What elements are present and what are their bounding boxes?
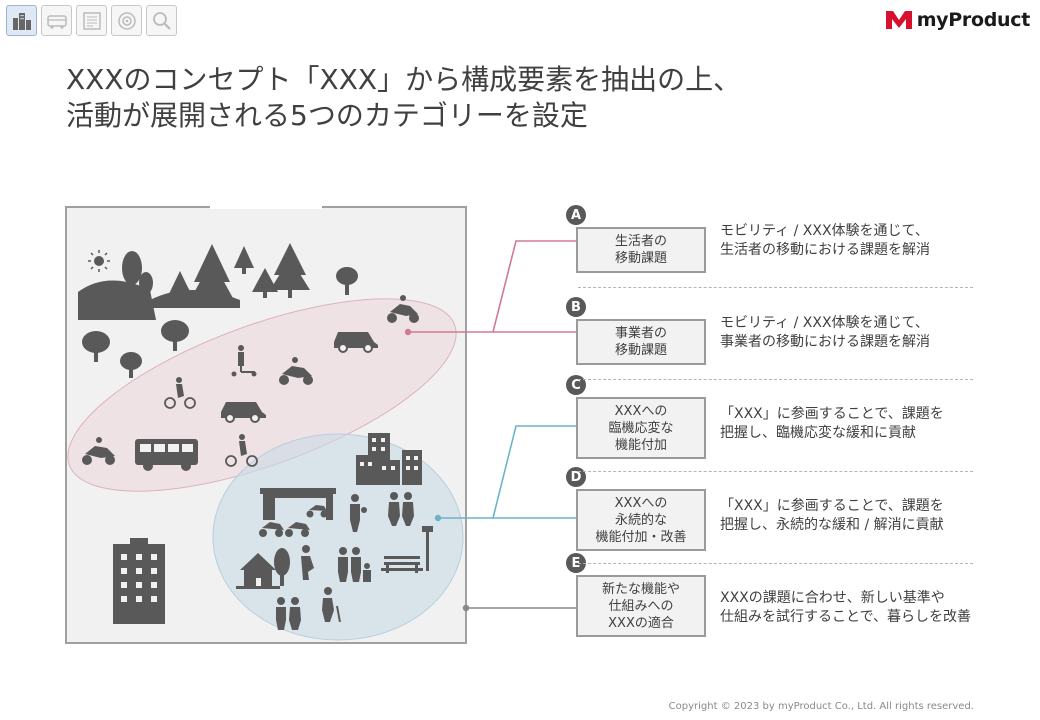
city-icon[interactable] (6, 5, 37, 36)
category-description-c: 「XXX」に参画することで、課題を把握し、臨機応変な緩和に貢献 (720, 405, 944, 443)
connector-dot-mobility (404, 328, 412, 336)
category-badge-b: B (566, 297, 586, 317)
motorcycle-icon (82, 437, 115, 465)
category-label-line: XXXへの (614, 495, 668, 511)
category-box-b: 事業者の移動課題 (576, 319, 706, 365)
connector-lines (404, 240, 576, 612)
title-line-2: 活動が展開される5つのカテゴリーを設定 (66, 99, 588, 132)
logo-text: myProduct (916, 9, 1031, 31)
motorcycle-icon (279, 357, 313, 385)
category-badge-d: D (566, 467, 586, 487)
car-icon (221, 402, 266, 423)
brand-logo: myProduct (885, 9, 1031, 31)
bus-icon (135, 439, 198, 471)
category-label-line: XXXへの (614, 403, 668, 419)
logo-mark-icon (885, 11, 912, 29)
family-icon (338, 547, 371, 582)
category-label-line: 生活者の (614, 234, 667, 249)
connector-dot-community (434, 514, 442, 522)
category-label-line: 機能付加・改善 (595, 529, 687, 545)
tree-icon (139, 272, 153, 302)
bicycle-icon (164, 377, 196, 409)
category-badge-a: A (566, 205, 586, 225)
category-description-d: 「XXX」に参画することで、課題を把握し、永続的な緩和 / 解消に貢献 (720, 497, 944, 535)
store-icon (260, 488, 336, 520)
magnifier-icon[interactable] (146, 5, 177, 36)
category-label-line: 仕組みへの (608, 598, 674, 614)
category-description-line: 「XXX」に参画することで、課題を (720, 406, 944, 422)
motorcycle-icon (387, 295, 419, 323)
category-description-line: XXXの課題に合わせ、新しい基準や (720, 590, 945, 606)
category-label-line: 移動課題 (614, 251, 667, 266)
title-line-1: XXXのコンセプト「XXX」から構成要素を抽出の上、 (66, 63, 742, 96)
target-icon[interactable] (111, 5, 142, 36)
motorcycle-icon (285, 522, 310, 537)
elderly-person-icon (322, 587, 341, 623)
motorcycle-icon (259, 522, 284, 537)
pine-tree-icon (176, 284, 196, 302)
category-box-d: XXXへの永続的な機能付加・改善 (576, 489, 706, 551)
pregnant-woman-icon (301, 545, 314, 580)
copyright-text: Copyright © 2023 by myProduct Co., Ltd. … (668, 701, 974, 712)
car-icon (334, 332, 378, 353)
category-description-line: モビリティ / XXX体験を通じて、 (720, 315, 929, 331)
pine-tree-icon (234, 246, 254, 274)
category-label-line: 移動課題 (614, 343, 667, 358)
category-description-line: 事業者の移動における課題を解消 (720, 334, 930, 350)
category-label-line: 事業者の (614, 326, 667, 341)
bus-icon[interactable] (41, 5, 72, 36)
row-separator (578, 287, 973, 288)
category-description-line: 把握し、永続的な緩和 / 解消に貢献 (720, 517, 944, 533)
category-badge-c: C (566, 375, 586, 395)
hill-icon (78, 280, 156, 320)
pine-tree-icon (252, 268, 278, 298)
category-label-line: XXXの適合 (608, 615, 674, 631)
couple-icon (388, 492, 414, 526)
page-title: XXXのコンセプト「XXX」から構成要素を抽出の上、 活動が展開される5つのカテ… (66, 62, 866, 134)
row-separator (578, 379, 973, 380)
house-icon (236, 553, 280, 589)
tree-icon (161, 320, 189, 351)
tree-icon (82, 331, 110, 362)
category-label-line: 新たな機能や (601, 581, 680, 597)
category-description-line: 仕組みを試行することで、暮らしを改善 (720, 609, 972, 625)
pine-tree-icon (190, 244, 234, 308)
category-description-line: 把握し、臨機応変な緩和に貢献 (720, 425, 916, 441)
category-label-line: 機能付加 (614, 437, 667, 453)
category-label-line: 永続的な (614, 512, 667, 528)
row-separator (578, 471, 973, 472)
tree-icon (122, 251, 142, 302)
bicycle-icon (225, 434, 258, 467)
connector-dot-frame (462, 604, 470, 612)
category-box-c: XXXへの臨機応変な機能付加 (576, 397, 706, 459)
category-description-line: 「XXX」に参画することで、課題を (720, 498, 944, 514)
tree-icon (120, 352, 142, 378)
category-badge-e: E (566, 553, 586, 573)
category-description-e: XXXの課題に合わせ、新しい基準や仕組みを試行することで、暮らしを改善 (720, 589, 971, 627)
parent-child-icon (350, 494, 367, 532)
scooter-icon (231, 345, 257, 377)
category-box-a: 生活者の移動課題 (576, 227, 706, 273)
motorcycle-icon (306, 505, 328, 518)
category-description-a: モビリティ / XXX体験を通じて、生活者の移動における課題を解消 (720, 222, 930, 260)
bench-icon (381, 556, 423, 573)
elderly-couple-icon (276, 597, 301, 630)
category-label-line: 臨機応変な (608, 420, 674, 436)
category-description-line: モビリティ / XXX体験を通じて、 (720, 223, 929, 239)
apartment-building-icon (113, 538, 165, 624)
document-icon[interactable] (76, 5, 107, 36)
category-description-b: モビリティ / XXX体験を通じて、事業者の移動における課題を解消 (720, 314, 930, 352)
tree-icon (274, 548, 290, 586)
nav-bar (6, 5, 177, 36)
category-description-line: 生活者の移動における課題を解消 (720, 242, 930, 258)
row-separator (578, 563, 973, 564)
sun-icon (88, 250, 110, 272)
pine-tree-icon (270, 243, 310, 298)
tree-icon (336, 267, 358, 295)
connector-c (438, 425, 576, 519)
street-lamp-icon (422, 526, 433, 571)
connector-a (408, 240, 576, 333)
